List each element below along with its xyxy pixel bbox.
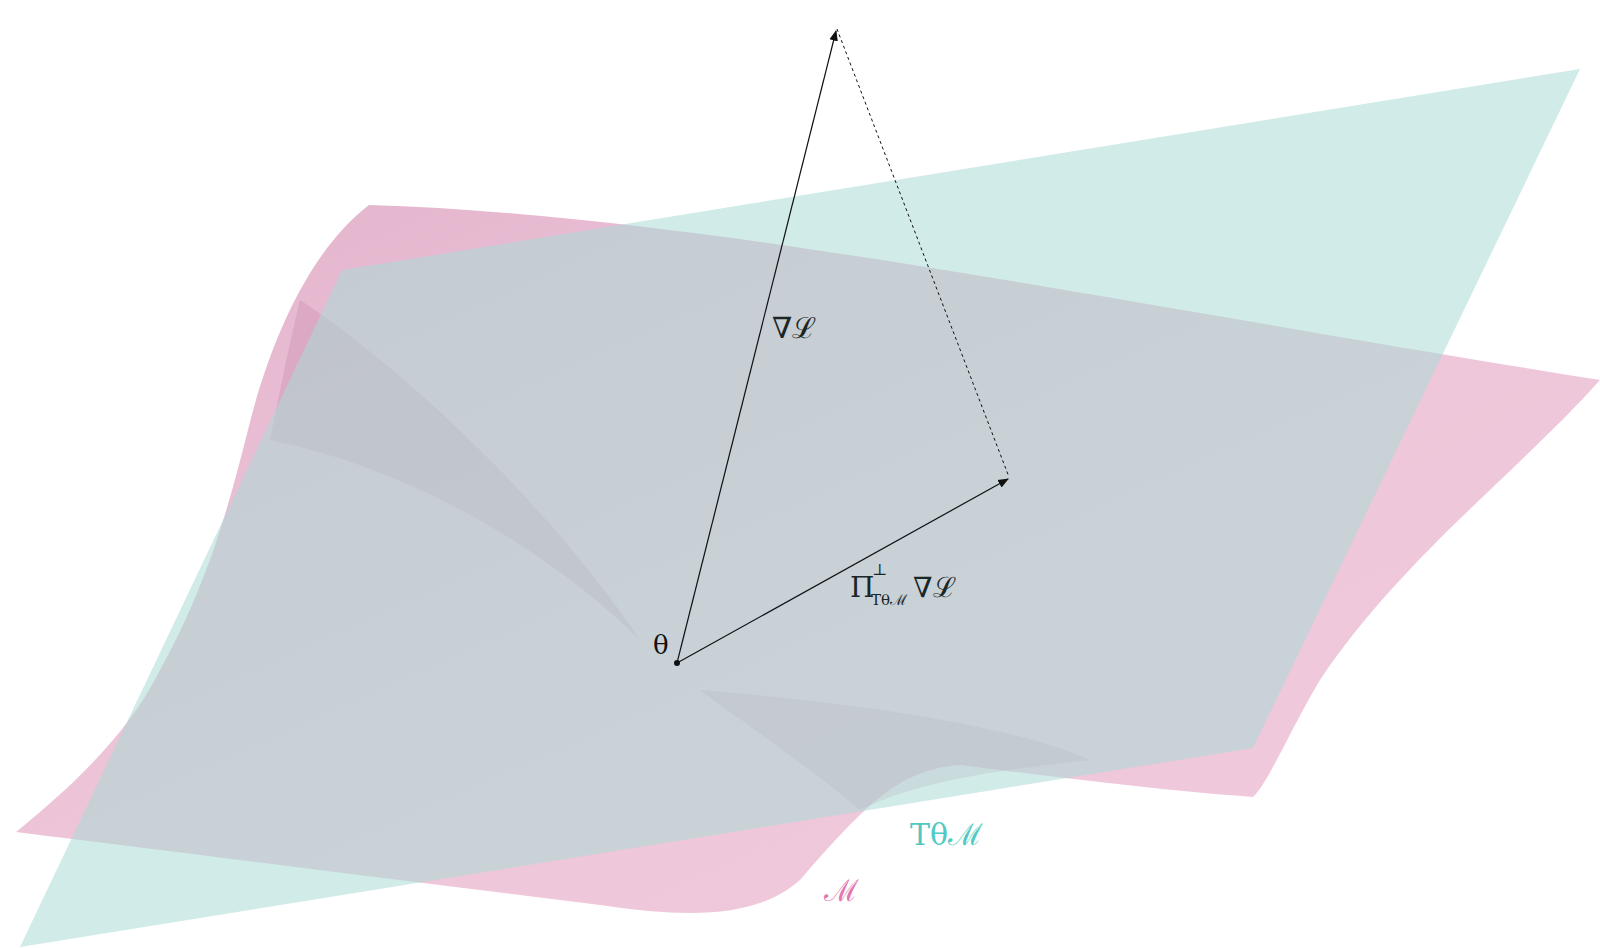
gradient-vector bbox=[677, 31, 836, 663]
point-theta bbox=[674, 660, 680, 666]
vector-label-part: ⊥ bbox=[872, 562, 887, 578]
projection-dashed-line bbox=[837, 29, 1009, 477]
vector-label-part: ∇ℒ bbox=[913, 574, 956, 602]
tangent-plane bbox=[20, 69, 1580, 947]
manifold-label: ℳ bbox=[824, 876, 859, 906]
vector-label: ∇ℒ bbox=[772, 314, 816, 343]
projected-gradient-vector bbox=[677, 479, 1008, 663]
vector-label-part: Tθℳ bbox=[871, 593, 907, 608]
vector-label-part: Π bbox=[850, 574, 874, 602]
plane-label: Tθℳ bbox=[910, 820, 983, 850]
point-label: θ bbox=[653, 632, 669, 658]
